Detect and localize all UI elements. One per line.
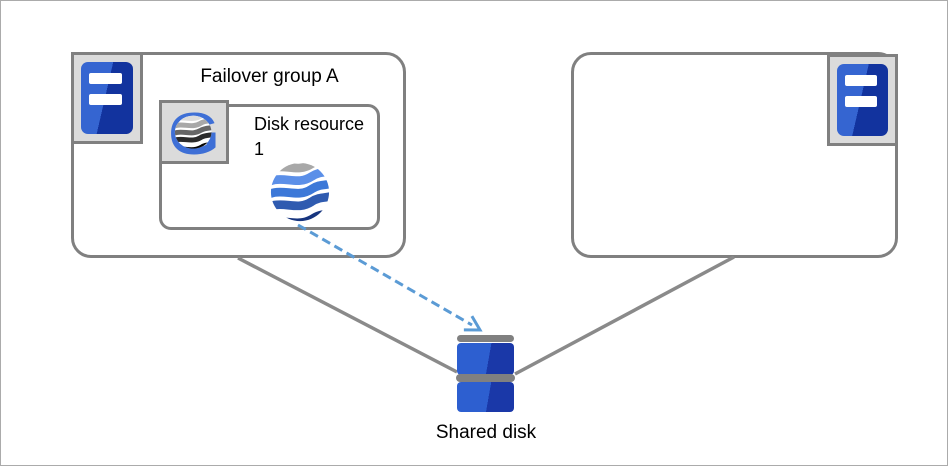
shared-disk-platter-1 (457, 343, 514, 375)
shared-disk-label: Shared disk (435, 422, 537, 443)
disk-resource-label: Disk resource 1 (254, 114, 365, 159)
server-icon-right (827, 54, 898, 146)
shared-disk-top-bar (457, 335, 514, 342)
server-slot-bar (845, 75, 877, 86)
server-slot-bar (845, 96, 877, 107)
connector-line-right (514, 255, 735, 376)
shared-disk-mid-bar (456, 374, 515, 382)
server-icon (81, 62, 133, 134)
server-slot-bar (89, 94, 122, 105)
server-icon-left (71, 52, 143, 144)
server-slot-bar (89, 73, 122, 84)
connector-line-left (237, 256, 458, 374)
failover-group-box (159, 104, 380, 230)
server-icon (837, 64, 888, 136)
group-g-sphere-icon: G (163, 104, 225, 160)
failover-dashed-arrow-head (463, 315, 483, 332)
shared-disk-platter-2 (457, 382, 514, 412)
failover-group-icon: G (159, 100, 229, 164)
failover-group-label: Failover group A (200, 66, 339, 87)
disk-resource-icon (269, 161, 331, 223)
